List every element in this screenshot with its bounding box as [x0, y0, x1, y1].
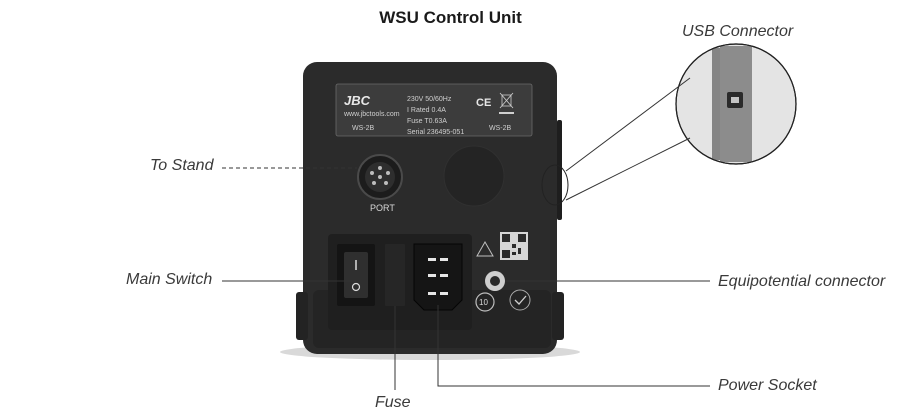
- power-socket-leader: [437, 305, 710, 387]
- usb-leader-top: [565, 77, 691, 172]
- cycle-badge: [475, 292, 495, 312]
- label-model-left: WS-2B: [352, 125, 375, 132]
- cycle-badge-label: 10: [479, 298, 488, 307]
- label-voltage: 230V 50/60Hz: [407, 96, 452, 103]
- rating-label: [335, 83, 533, 137]
- usb-location-marker: [541, 164, 569, 206]
- port-label: PORT: [370, 203, 395, 213]
- device-foot-left: [296, 292, 308, 340]
- label-serial: Serial 236495-051: [407, 129, 464, 136]
- label-rated: I Rated 0.4A: [407, 107, 446, 114]
- blank-cover: [443, 145, 505, 207]
- stand-port-pins: [370, 166, 390, 185]
- weee-bar: [499, 112, 514, 114]
- switch-off-mark: [351, 282, 361, 292]
- qr-code-icon: [500, 232, 528, 260]
- callout-power-socket: Power Socket: [718, 377, 817, 394]
- quality-seal-icon: [509, 289, 531, 311]
- fuse-drawer: [385, 244, 405, 306]
- label-brand: JBC: [344, 93, 371, 108]
- esd-warning-icon: [476, 240, 494, 257]
- diagram-title: WSU Control Unit: [379, 8, 522, 27]
- label-website: www.jbctools.com: [343, 111, 400, 118]
- device-side-edge: [557, 120, 562, 220]
- power-socket: [413, 243, 463, 311]
- callout-to-stand: To Stand: [150, 157, 214, 174]
- device-foot-right: [552, 292, 564, 340]
- callout-equipotential-connector: Equipotential connector: [718, 273, 886, 290]
- callout-usb-connector: USB Connector: [682, 23, 794, 40]
- ce-mark: CE: [476, 97, 491, 109]
- callout-fuse: Fuse: [375, 394, 411, 411]
- label-model-right: WS-2B: [489, 125, 512, 132]
- weee-bin-icon: [499, 92, 514, 109]
- label-fuse: Fuse T0.63A: [407, 118, 447, 125]
- usb-leader-bottom: [565, 137, 691, 201]
- callout-main-switch: Main Switch: [126, 271, 213, 288]
- main-switch-rocker: [344, 252, 368, 298]
